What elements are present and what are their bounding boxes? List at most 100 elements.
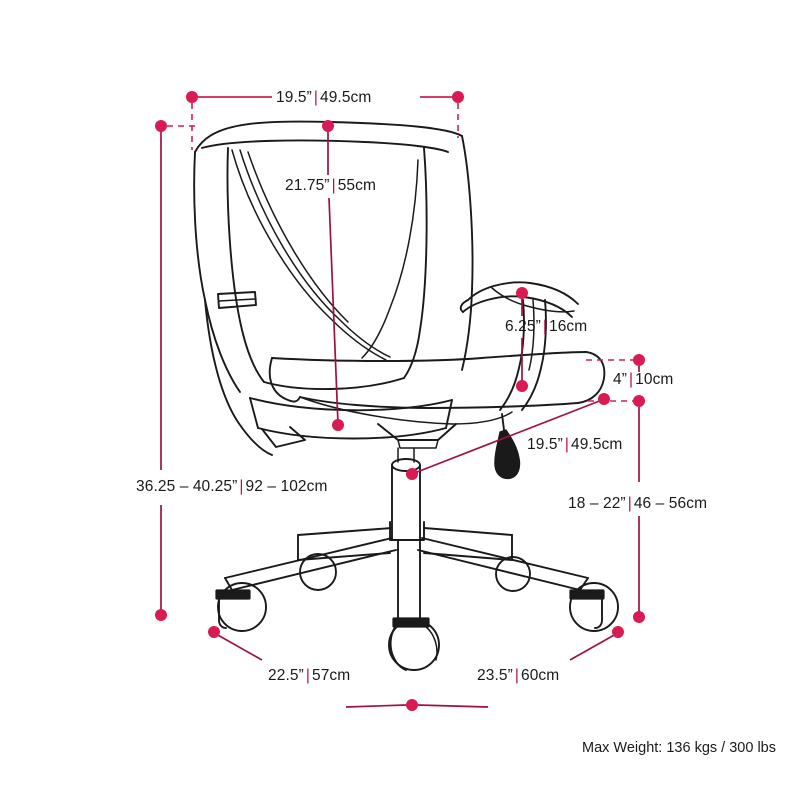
dim-line-base-width-upper xyxy=(569,633,617,661)
seat-front-edge xyxy=(577,351,606,404)
chair-casters-group xyxy=(215,553,619,671)
chair-left-silhouette xyxy=(204,299,273,456)
backrest-right-outer-edge xyxy=(461,135,474,371)
base-leg-left-front-top xyxy=(224,537,393,579)
tilt-paddle-stem xyxy=(501,413,505,431)
chair-seat-group xyxy=(268,351,606,425)
dim-dot-base-v-vertex xyxy=(406,699,418,711)
chair-backrest-group xyxy=(193,120,474,456)
dim-dot-armrest-height-top xyxy=(516,287,528,299)
caster-stem-right-front xyxy=(569,589,605,600)
dim-line-base-depth-lower xyxy=(345,704,407,708)
base-leg-right-front-cap xyxy=(579,577,589,591)
backrest-base-bar-bottom xyxy=(257,427,447,440)
backrest-lower-panel xyxy=(263,377,405,390)
backrest-base-left-side xyxy=(249,397,259,429)
backrest-inner-top xyxy=(201,139,449,153)
dimension-label-base-width: 23.5”|60cm xyxy=(477,667,560,684)
caster-fork-center-front xyxy=(389,625,407,671)
caster-wheel-right-front xyxy=(569,582,619,632)
dimension-label-backrest-width: 19.5”|49.5cm xyxy=(276,89,372,106)
dim-line-base-depth-upper xyxy=(215,633,263,661)
armrest-support-inner xyxy=(499,299,525,411)
backrest-base-bar-top xyxy=(249,397,453,412)
dimension-seat-thickness xyxy=(586,354,645,407)
caster-wheel-center-front xyxy=(388,619,440,671)
caster-wheel-left-front xyxy=(217,582,267,632)
dim-dot-base-depth-outer xyxy=(208,626,220,638)
base-leg-left-front-cap xyxy=(224,577,233,591)
dimension-label-backrest-height: 21.75”|55cm xyxy=(285,177,377,194)
dim-line-base-width-lower xyxy=(417,704,489,708)
dim-dot-seat-thickness-bottom xyxy=(633,395,645,407)
dim-dot-overall-height-bottom xyxy=(155,609,167,621)
caster-fork-left-front xyxy=(218,596,227,629)
seat-bottom-surface xyxy=(299,396,579,409)
dimension-backrest-height xyxy=(322,120,344,431)
backrest-inner-right xyxy=(403,147,428,379)
mesh-curve-left-outer xyxy=(231,149,387,361)
chair-gas-lift-group xyxy=(377,413,521,541)
backrest-height-lever xyxy=(217,291,257,309)
base-leg-left-front-bottom xyxy=(231,549,397,591)
dim-line-seat-depth xyxy=(411,399,603,475)
dim-dot-seat-height-bottom xyxy=(633,611,645,623)
armrest-pad-bottom xyxy=(462,295,573,318)
base-hub xyxy=(389,521,425,541)
dim-dot-back-height-top xyxy=(322,120,334,132)
armrest-support-detail xyxy=(528,299,535,371)
seat-underside-detail-1 xyxy=(299,396,453,425)
base-leg-right-rear-bottom xyxy=(423,552,513,561)
back-lower-left-tab xyxy=(261,426,306,448)
mesh-curve-left-inner xyxy=(239,149,391,358)
dimension-label-base-depth: 22.5”|57cm xyxy=(268,667,351,684)
backrest-lever-stem xyxy=(218,298,257,302)
dim-dot-back-height-bottom xyxy=(332,419,344,431)
dim-dot-base-width-outer xyxy=(612,626,624,638)
armrest-pad-left-cap xyxy=(459,299,469,313)
gas-cylinder-top-cap xyxy=(391,458,421,472)
base-leg-left-rear-top xyxy=(297,527,393,536)
max-weight-note: Max Weight: 136 kgs / 300 lbs xyxy=(582,740,776,756)
tilt-tension-paddle xyxy=(494,429,521,480)
dim-dot-armrest-height-bottom xyxy=(516,380,528,392)
dimension-base-width xyxy=(406,626,624,711)
dim-dot-seat-depth-low xyxy=(406,468,418,480)
caster-fork-center-front-inner xyxy=(424,625,438,661)
dimension-label-seat-thickness: 4”|10cm xyxy=(613,371,674,388)
dim-dot-seat-thickness-top xyxy=(633,354,645,366)
backrest-inner-left xyxy=(226,147,265,383)
seat-left-wrap xyxy=(268,357,301,403)
dimension-seat-height xyxy=(633,407,645,623)
caster-fork-right-front xyxy=(594,596,603,629)
armrest-support-outer xyxy=(521,299,547,411)
caster-stem-left-front xyxy=(215,589,251,600)
base-leg-left-rear-bottom xyxy=(297,552,391,561)
dim-dot-overall-height-top xyxy=(155,120,167,132)
dimension-label-seat-height: 18 – 22”|46 – 56cm xyxy=(568,495,708,512)
dimension-base-depth xyxy=(208,626,407,708)
dimension-armrest-height xyxy=(516,287,528,392)
backrest-left-outer-edge xyxy=(193,151,241,393)
dimension-label-overall-height: 36.25 – 40.25”|92 – 102cm xyxy=(136,478,328,495)
armrest-inner-crease xyxy=(491,287,575,313)
armrest-pad-top xyxy=(467,281,579,305)
caster-wheel-left-rear xyxy=(299,553,337,591)
seat-mechanism-plate xyxy=(377,423,457,441)
dim-dot-seat-depth-high xyxy=(598,393,610,405)
dim-line-back-height-lower xyxy=(328,197,339,425)
dimension-overall-height xyxy=(155,120,198,621)
base-leg-right-rear-top xyxy=(423,527,513,536)
dim-dot-back-width-right xyxy=(452,91,464,103)
mesh-curve-right xyxy=(361,159,419,359)
seat-top-surface xyxy=(271,351,587,362)
chair-base-group xyxy=(224,521,589,619)
seat-underside-detail-2 xyxy=(451,411,513,425)
base-leg-right-front-bottom xyxy=(417,549,581,591)
dim-dot-back-width-left xyxy=(186,91,198,103)
seat-mechanism-plate-edge xyxy=(397,439,439,449)
dimension-seat-depth xyxy=(406,393,610,480)
caster-wheel-right-rear xyxy=(495,556,531,592)
